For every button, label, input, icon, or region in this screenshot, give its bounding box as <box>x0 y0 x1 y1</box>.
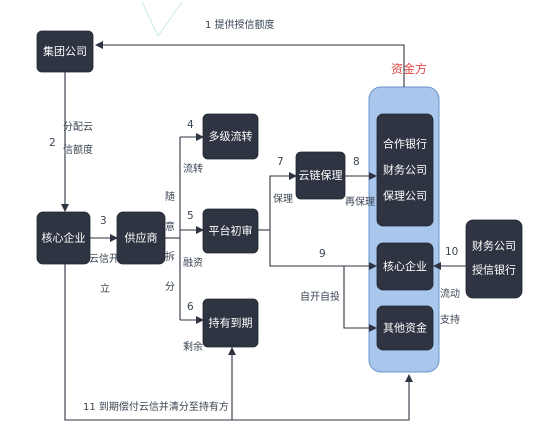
node-cloud-factoring: 云链保理 <box>295 151 346 200</box>
label-step7-text: 保理 <box>273 192 293 205</box>
label-step3-line1: 云信开 <box>89 253 119 265</box>
label-step3-line2: 立 <box>100 282 110 295</box>
node-other-funds: 其他资金 <box>376 305 434 351</box>
label-split-3: 拆 <box>165 250 175 263</box>
core-enterprise-left-label: 核心企业 <box>42 231 86 245</box>
decorative-top-lines <box>141 1 183 37</box>
funder-finance-company: 财务公司 <box>383 163 427 177</box>
multi-transfer-label: 多级流转 <box>209 129 253 143</box>
label-split-4: 分 <box>165 281 175 293</box>
arrow-factoring <box>269 172 297 230</box>
node-core-enterprise-right: 核心企业 <box>376 242 434 291</box>
node-finance-external: 财务公司 授信银行 <box>465 219 523 299</box>
funder-factoring-company: 保理公司 <box>383 189 427 203</box>
finance-external-line1: 财务公司 <box>472 239 516 253</box>
capital-panel-title: 资金方 <box>391 61 427 76</box>
group-company-label: 集团公司 <box>43 44 87 58</box>
label-step2-num: 2 <box>49 137 56 149</box>
label-step4-text: 流转 <box>183 162 203 175</box>
label-step6-text: 剩余 <box>183 340 203 353</box>
node-group-company: 集团公司 <box>36 30 94 73</box>
label-step5-text: 融资 <box>183 257 203 269</box>
label-split-1: 随 <box>165 190 175 203</box>
node-supplier: 供应商 <box>116 211 166 265</box>
label-step4-num: 4 <box>187 119 194 131</box>
label-step2-line1: 分配云 <box>63 121 93 133</box>
label-step10-line2: 支持 <box>440 313 460 326</box>
hold-to-maturity-label: 持有到期 <box>209 316 253 330</box>
label-split-2: 意 <box>165 220 175 233</box>
node-funders: 合作银行 财务公司 保理公司 <box>376 113 434 227</box>
label-step2-line2: 信额度 <box>63 143 93 156</box>
label-step10-num: 10 <box>445 246 458 258</box>
arrow-credit-line <box>95 41 405 87</box>
arrow-repayment <box>64 264 413 421</box>
node-hold-to-maturity: 持有到期 <box>202 298 259 348</box>
arrow-other-funds <box>343 266 377 332</box>
cloud-factoring-label: 云链保理 <box>299 168 343 182</box>
node-platform-review: 平台初审 <box>202 208 259 254</box>
label-step7-num: 7 <box>277 156 284 168</box>
node-core-enterprise-left: 核心企业 <box>36 211 91 265</box>
label-step9-num: 9 <box>319 248 326 260</box>
label-step9-text: 自开自投 <box>300 290 340 303</box>
other-funds-label: 其他资金 <box>383 321 427 335</box>
label-step8-text: 再保理 <box>345 195 375 208</box>
core-enterprise-right-label: 核心企业 <box>383 259 427 273</box>
label-step8-num: 8 <box>353 156 360 168</box>
funder-cooperative-bank: 合作银行 <box>383 137 427 151</box>
step-labels: 1 提供授信额度 2 分配云 信额度 3 云信开 立 随 意 拆 分 4 流转 … <box>49 18 460 413</box>
platform-review-label: 平台初审 <box>209 224 253 238</box>
supplier-label: 供应商 <box>125 231 158 245</box>
label-step3-num: 3 <box>100 215 107 227</box>
connectors <box>61 41 466 421</box>
label-step1: 1 提供授信额度 <box>205 18 275 31</box>
label-step11: 11 到期偿付云信并清分至持有方 <box>83 400 229 413</box>
node-multi-transfer: 多级流转 <box>202 113 259 160</box>
arrow-self-invest <box>269 230 377 270</box>
label-step5-num: 5 <box>187 210 194 222</box>
finance-external-line2: 授信银行 <box>472 263 516 277</box>
label-step10-line1: 流动 <box>440 287 460 300</box>
label-step6-num: 6 <box>187 301 194 313</box>
